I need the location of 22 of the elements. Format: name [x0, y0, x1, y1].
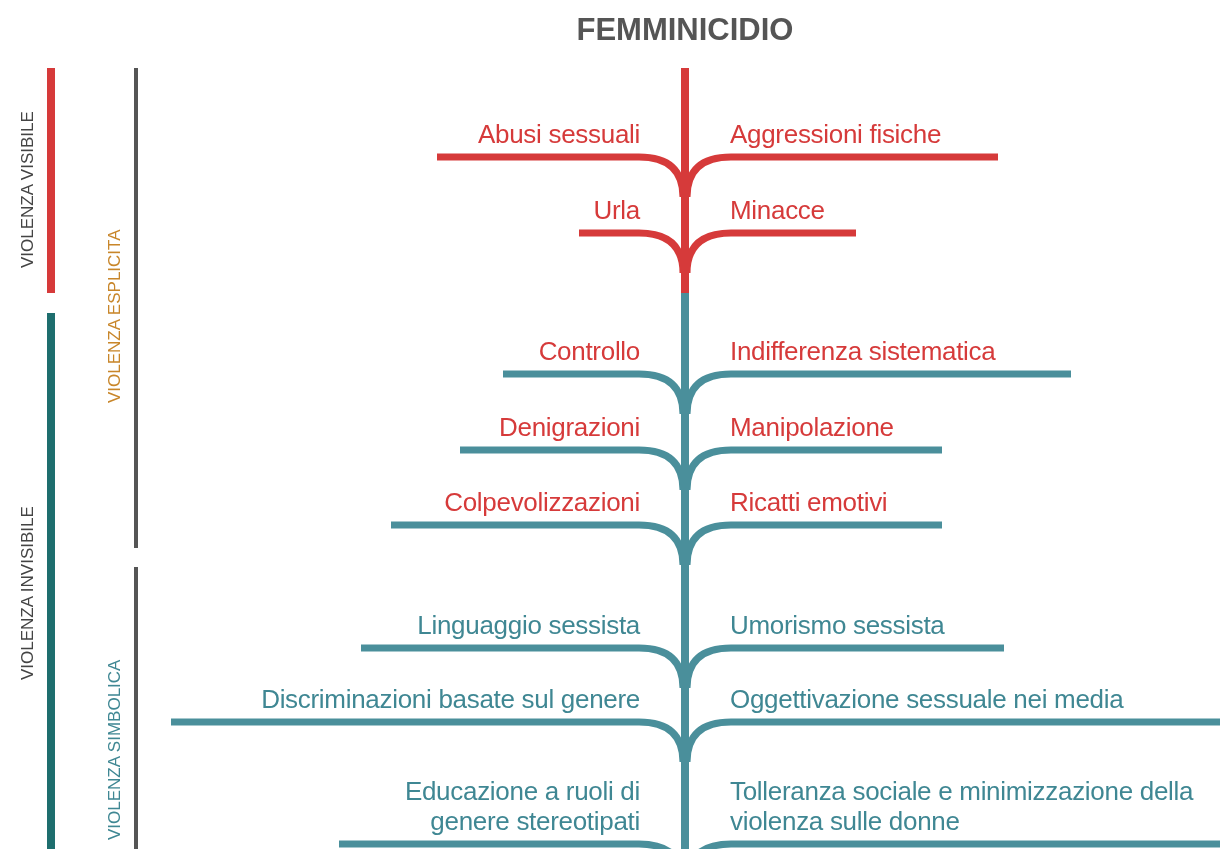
branch-label: Tolleranza sociale e minimizzazione della violenza sulle donne [730, 777, 1195, 837]
side-label: VIOLENZA SIMBOLICA [105, 659, 125, 840]
branch-label: Minacce [730, 196, 826, 226]
side-label: VIOLENZA INVISIBILE [18, 506, 38, 680]
branch-label: Educazione a ruoli di genere stereotipati [403, 777, 640, 837]
branch-label: Manipolazione [730, 413, 895, 443]
side-label: VIOLENZA VISIBILE [18, 111, 38, 268]
branch-label: Urla [592, 196, 640, 226]
side-label: VIOLENZA ESPLICITA [105, 229, 125, 403]
branch-label: Linguaggio sessista [416, 611, 640, 641]
branch-label: Abusi sessuali [477, 120, 640, 150]
branch-label: Oggettivazione sessuale nei media [730, 685, 1125, 715]
branch-label: Indifferenza sistematica [730, 337, 997, 367]
diagram-title: FEMMINICIDIO [575, 12, 795, 48]
branch-label: Colpevolizzazioni [443, 488, 640, 518]
branch-label: Denigrazioni [498, 413, 640, 443]
branch-label: Controllo [537, 337, 640, 367]
branch-label: Umorismo sessista [730, 611, 946, 641]
branch-label: Ricatti emotivi [730, 488, 889, 518]
branch-label: Aggressioni fisiche [730, 120, 943, 150]
trunk-bar [681, 68, 689, 849]
branch-label: Discriminazioni basate sul genere [260, 685, 640, 715]
